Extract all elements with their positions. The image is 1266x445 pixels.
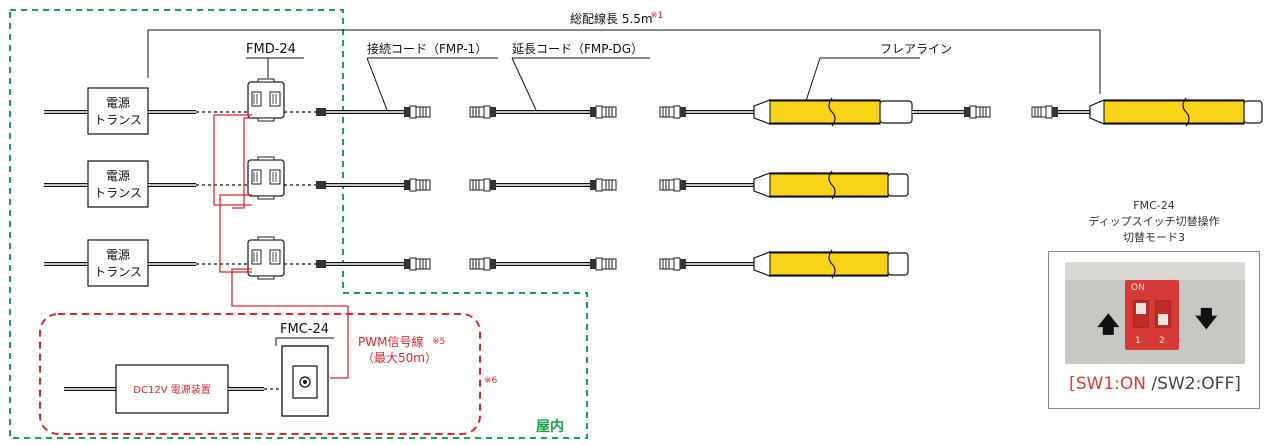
dip-2-label: 2 — [1159, 336, 1165, 346]
switch-panel-title-2: ディップスイッチ切替操作 — [1088, 215, 1220, 228]
switch-panel-title-3: 切替モード3 — [1123, 231, 1185, 244]
transformer-2-label-2: トランス — [94, 186, 142, 200]
flare-line-1a — [769, 100, 881, 124]
arrow-down-icon: 🡇 — [1195, 307, 1218, 332]
transformer-3 — [87, 239, 149, 287]
transformer-1-label-2: トランス — [94, 113, 142, 127]
pwm-note: ※5 — [432, 337, 445, 347]
fmd-unit-1 — [247, 78, 285, 122]
total-length-label: 総配線長 5.5m — [570, 11, 653, 26]
switch-panel: 🡅 ON 1 2 🡇 [SW1:ON /SW2:OFF] — [1048, 251, 1260, 409]
connect-cord-label: 接続コード（FMP-1） — [367, 41, 487, 56]
dip-switch: ON 1 2 — [1125, 280, 1179, 350]
connect-cord-leader — [366, 57, 388, 111]
dc-power-label: DC12V 電源装置 — [133, 383, 210, 396]
dip-switch-2-knob — [1158, 314, 1168, 325]
dc-power-supply: DC12V 電源装置 — [64, 364, 282, 414]
flare-line-leader — [804, 57, 821, 105]
caption-rest: /SW2:OFF] — [1146, 374, 1241, 394]
dip-1-label: 1 — [1135, 336, 1141, 346]
photo-edge — [1065, 262, 1245, 280]
transformer-3-label-1: 電源 — [106, 248, 130, 262]
switch-caption: [SW1:ON /SW2:OFF] — [1049, 374, 1261, 394]
fmd-unit-2 — [247, 156, 285, 200]
fmc-label: FMC-24 — [280, 322, 329, 337]
flare-line-label: フレアライン — [880, 42, 952, 56]
fmd-unit-3 — [247, 236, 285, 280]
indoor-label: 屋内 — [536, 418, 564, 435]
pwm-label-2: （最大50m） — [362, 351, 437, 365]
transformer-2-label-1: 電源 — [106, 169, 130, 183]
caption-open: [ — [1069, 374, 1076, 394]
dip-switch-1-knob — [1136, 303, 1146, 314]
signal-boundary — [39, 313, 481, 435]
pwm-signal-wires — [213, 114, 349, 379]
extension-cord-label: 延長コード（FMP-DG） — [512, 42, 643, 56]
transformer-3-label-2: トランス — [94, 265, 142, 279]
dip-switch-1 — [1133, 300, 1149, 328]
extension-cord-leader — [511, 57, 537, 111]
dc-power-box — [115, 364, 229, 414]
row-1: 電源 トランス — [44, 78, 1263, 135]
indoor-boundary — [9, 9, 588, 439]
caption-sw1: SW1:ON — [1075, 374, 1147, 394]
row-3: 電源 トランス — [44, 236, 909, 287]
dip-on-label: ON — [1131, 283, 1145, 293]
note-6: ※6 — [484, 376, 498, 386]
pwm-label-1: PWM信号線 — [358, 334, 423, 349]
switch-panel-title: FMC-24 ディップスイッチ切替操作 切替モード3 — [1048, 198, 1260, 246]
transformer-1 — [87, 87, 149, 135]
arrow-up-icon: 🡅 — [1097, 313, 1120, 338]
transformer-2 — [87, 160, 149, 208]
transformer-1-label-1: 電源 — [106, 96, 130, 110]
row-2: 電源 トランス — [44, 156, 909, 208]
dip-switch-photo: 🡅 ON 1 2 🡇 — [1065, 262, 1245, 364]
fmd-label: FMD-24 — [246, 42, 296, 57]
total-length-note: ※1 — [650, 11, 663, 21]
dip-switch-2 — [1155, 300, 1171, 328]
switch-panel-title-1: FMC-24 — [1133, 199, 1175, 212]
flare-line-1b — [1103, 100, 1245, 124]
